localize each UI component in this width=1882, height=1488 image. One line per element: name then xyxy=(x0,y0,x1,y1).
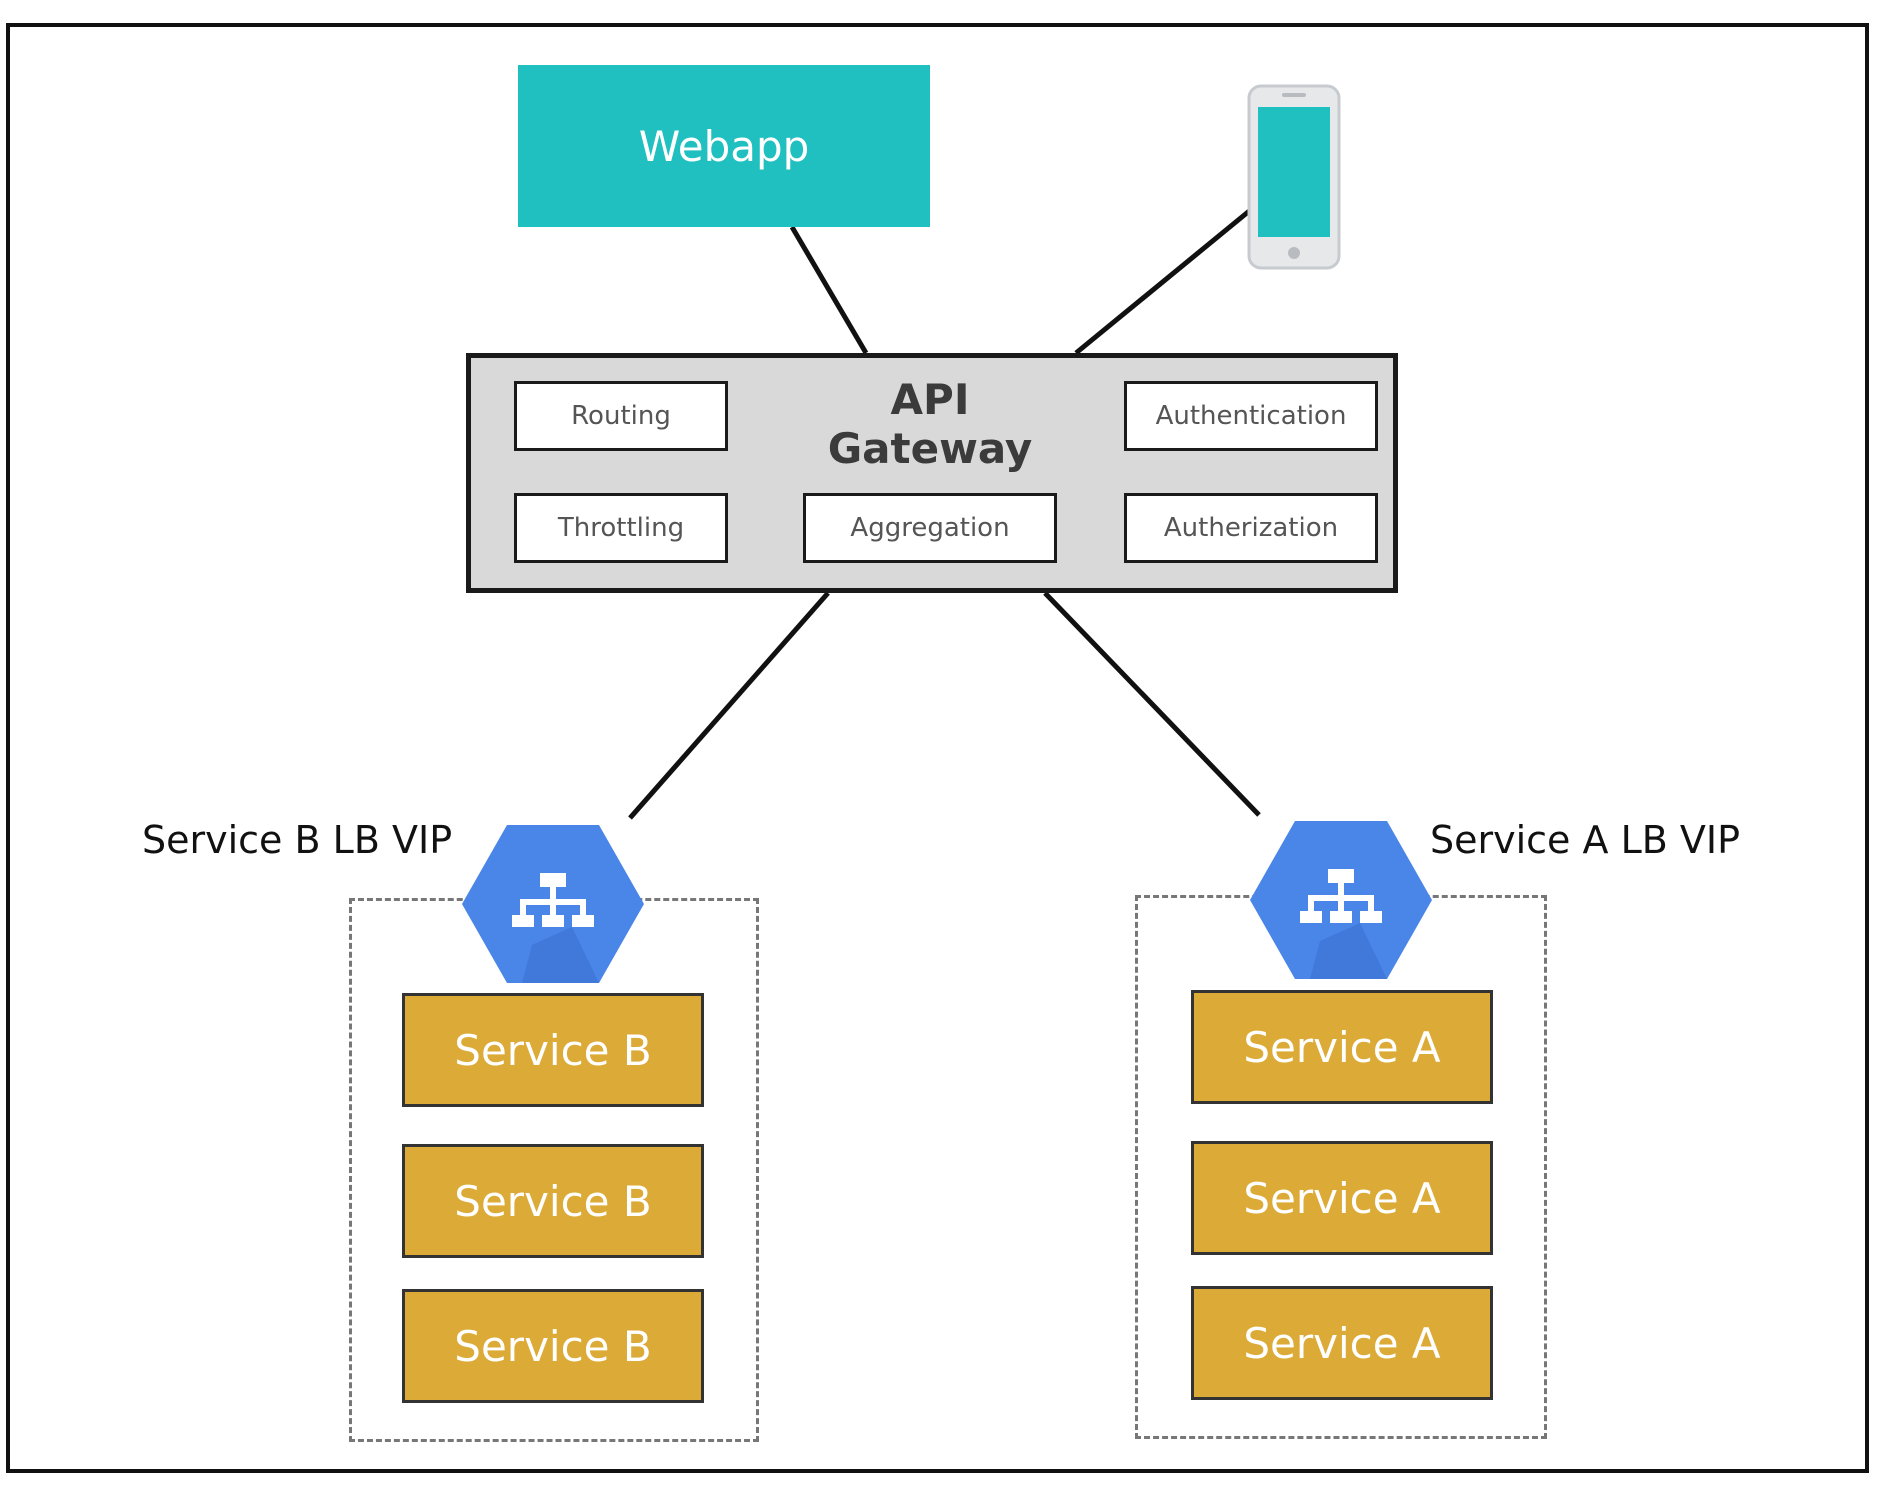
service-a-instance: Service A xyxy=(1191,990,1493,1104)
load-balancer-icon xyxy=(1250,821,1432,979)
link-webapp-gateway xyxy=(789,225,869,355)
service-b-instance: Service B xyxy=(402,1289,704,1403)
routing-box: Routing xyxy=(514,381,728,451)
link-gateway-service-b xyxy=(628,591,830,820)
mobile-phone-icon xyxy=(1247,84,1341,270)
service-b-instance: Service B xyxy=(402,993,704,1107)
link-mobile-gateway xyxy=(1074,201,1261,355)
authorization-box: Autherization xyxy=(1124,493,1378,563)
throttling-box: Throttling xyxy=(514,493,728,563)
diagram-frame xyxy=(6,23,1869,1473)
aggregation-box: Aggregation xyxy=(803,493,1057,563)
service-a-instance: Service A xyxy=(1191,1286,1493,1400)
api-gateway-title: API Gateway xyxy=(827,375,1033,473)
authentication-box: Authentication xyxy=(1124,381,1378,451)
link-gateway-service-a xyxy=(1043,591,1261,817)
service-a-lb-label: Service A LB VIP xyxy=(1430,818,1741,862)
service-b-lb-label: Service B LB VIP xyxy=(142,818,453,862)
service-b-instance: Service B xyxy=(402,1144,704,1258)
service-a-instance: Service A xyxy=(1191,1141,1493,1255)
webapp-box: Webapp xyxy=(518,65,930,227)
load-balancer-icon xyxy=(462,825,644,983)
